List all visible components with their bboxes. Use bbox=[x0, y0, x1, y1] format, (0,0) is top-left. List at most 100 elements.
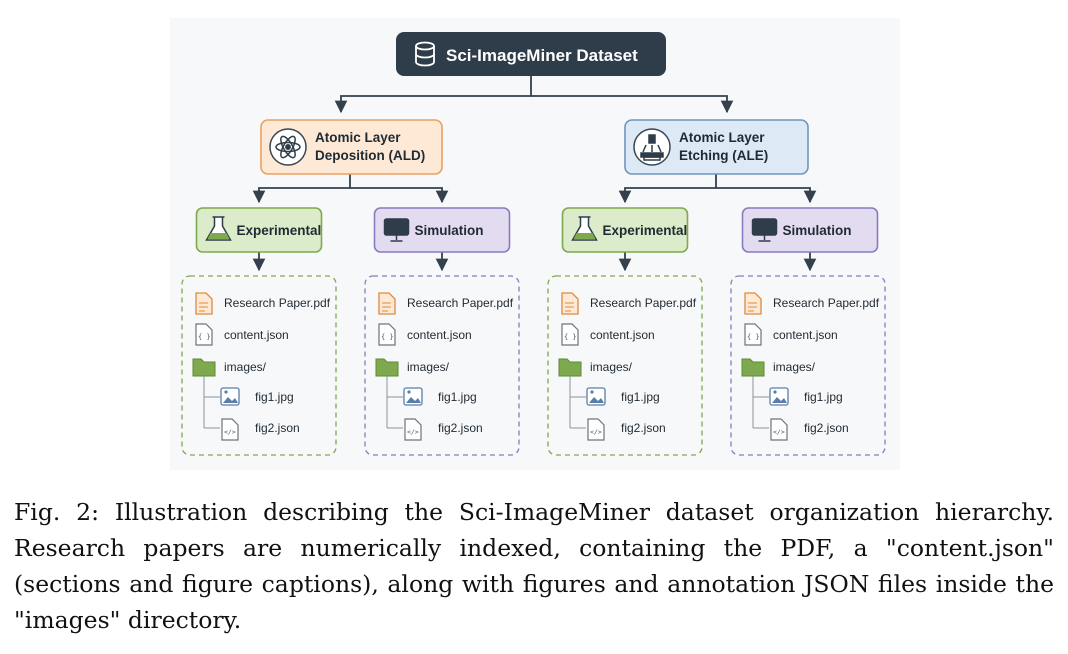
domain-label-line2: Etching (ALE) bbox=[679, 148, 768, 163]
folder-icon bbox=[558, 358, 582, 377]
connector-domain-branch bbox=[716, 187, 817, 204]
image-file-icon bbox=[586, 387, 606, 406]
json-file-icon: { } bbox=[195, 323, 213, 346]
json-braces: { } bbox=[564, 333, 577, 341]
root-box bbox=[396, 32, 666, 76]
folder-name: images/ bbox=[773, 360, 816, 374]
code-page bbox=[770, 418, 788, 441]
image-sun bbox=[590, 390, 594, 394]
fig-image-filename: fig1.jpg bbox=[438, 390, 477, 404]
image-mountains bbox=[772, 397, 787, 403]
etching-tool-icon bbox=[640, 134, 664, 161]
code-glyph: </> bbox=[590, 428, 602, 436]
code-file-icon: </> bbox=[770, 418, 788, 441]
folder-name: images/ bbox=[407, 360, 450, 374]
json-page bbox=[744, 323, 762, 346]
branch-label: Simulation bbox=[783, 223, 852, 238]
code-glyph: </> bbox=[224, 428, 236, 436]
content-filename: content.json bbox=[407, 328, 472, 342]
image-file-icon bbox=[220, 387, 240, 406]
domain-label-line1: Atomic Layer bbox=[315, 130, 401, 145]
atom-nucleus bbox=[285, 144, 291, 150]
tree-lines bbox=[569, 376, 586, 429]
branch-box bbox=[195, 207, 323, 253]
root-node: Sci-ImageMiner Dataset bbox=[396, 32, 666, 76]
code-file-icon: </> bbox=[221, 418, 239, 441]
atom-orbit bbox=[275, 141, 301, 153]
content-filename: content.json bbox=[590, 328, 655, 342]
code-file-icon: </> bbox=[587, 418, 605, 441]
json-braces: { } bbox=[198, 333, 211, 341]
file-tree: Research Paper.pdf { } content.json images/… bbox=[364, 275, 520, 456]
folder-shape bbox=[558, 358, 582, 377]
fig-json-filename: fig2.json bbox=[804, 421, 849, 435]
image-file-icon bbox=[403, 387, 423, 406]
connector-domain-branch bbox=[252, 174, 351, 204]
fig-image-filename: fig1.jpg bbox=[255, 390, 294, 404]
domain-label-line1: Atomic Layer bbox=[679, 130, 765, 145]
flask-icon bbox=[205, 216, 232, 241]
monitor-screen bbox=[383, 218, 410, 236]
code-page bbox=[221, 418, 239, 441]
folder-name: images/ bbox=[590, 360, 633, 374]
connector-domain-branch bbox=[618, 174, 717, 204]
monitor-screen bbox=[751, 218, 778, 236]
folder-shape bbox=[741, 358, 765, 377]
pdf-icon bbox=[195, 292, 213, 315]
image-file-icon bbox=[769, 387, 789, 406]
pdf-lines bbox=[748, 302, 757, 312]
tree-lines bbox=[203, 376, 220, 429]
branch-label: Experimental bbox=[237, 223, 322, 238]
branch-node-experimental: Experimental bbox=[195, 207, 323, 253]
fig-json-filename: fig2.json bbox=[255, 421, 300, 435]
folder-shape bbox=[192, 358, 216, 377]
pdf-icon bbox=[561, 292, 579, 315]
file-tree: Research Paper.pdf{ }content.jsonimages/… bbox=[547, 275, 703, 456]
image-sun bbox=[224, 390, 228, 394]
fig-json-filename: fig2.json bbox=[621, 421, 666, 435]
code-page bbox=[587, 418, 605, 441]
root-label: Sci-ImageMiner Dataset bbox=[446, 46, 638, 65]
etch-base bbox=[643, 156, 661, 161]
json-file-icon: { } bbox=[561, 323, 579, 346]
tree-lines bbox=[752, 376, 769, 429]
tree-lines bbox=[386, 376, 403, 429]
monitor-stand bbox=[390, 235, 403, 242]
json-file-icon: { } bbox=[744, 323, 762, 346]
atom-orbit bbox=[280, 135, 296, 159]
pdf-lines bbox=[382, 302, 391, 312]
pdf-icon bbox=[744, 292, 762, 315]
json-page bbox=[561, 323, 579, 346]
domain-box bbox=[260, 119, 443, 175]
file-tree: Research Paper.pdf { } content.json images/… bbox=[181, 275, 337, 456]
branch-label: Simulation bbox=[415, 223, 484, 238]
content-filename: content.json bbox=[773, 328, 838, 342]
branch-node-experimental: Experimental bbox=[561, 207, 689, 253]
folder-name: images/ bbox=[224, 360, 267, 374]
json-page bbox=[195, 323, 213, 346]
image-sun bbox=[773, 390, 777, 394]
json-braces: { } bbox=[381, 333, 394, 341]
content-filename: content.json bbox=[224, 328, 289, 342]
code-file-icon: </> bbox=[404, 418, 422, 441]
pdf-filename: Research Paper.pdf bbox=[407, 296, 514, 310]
folder-icon bbox=[192, 358, 216, 377]
connector-root-ale bbox=[531, 95, 734, 114]
folder-shape bbox=[375, 358, 399, 377]
figure-caption: Fig. 2: Illustration describing the Sci-… bbox=[14, 498, 1054, 634]
connector-domain-branch bbox=[350, 187, 449, 204]
pdf-filename: Research Paper.pdf bbox=[224, 296, 331, 310]
pdf-lines bbox=[199, 302, 208, 312]
flask-liquid bbox=[207, 233, 230, 239]
monitor-icon bbox=[383, 218, 410, 242]
pdf-filename: Research Paper.pdf bbox=[773, 296, 880, 310]
file-tree: Research Paper.pdf { } content.json images/… bbox=[730, 275, 886, 456]
image-mountains bbox=[589, 397, 604, 403]
atom-icon bbox=[275, 135, 301, 159]
fig-json-filename: fig2.json bbox=[438, 421, 483, 435]
folder-icon bbox=[375, 358, 399, 377]
branch-node-simulation: Simulation bbox=[373, 207, 511, 253]
